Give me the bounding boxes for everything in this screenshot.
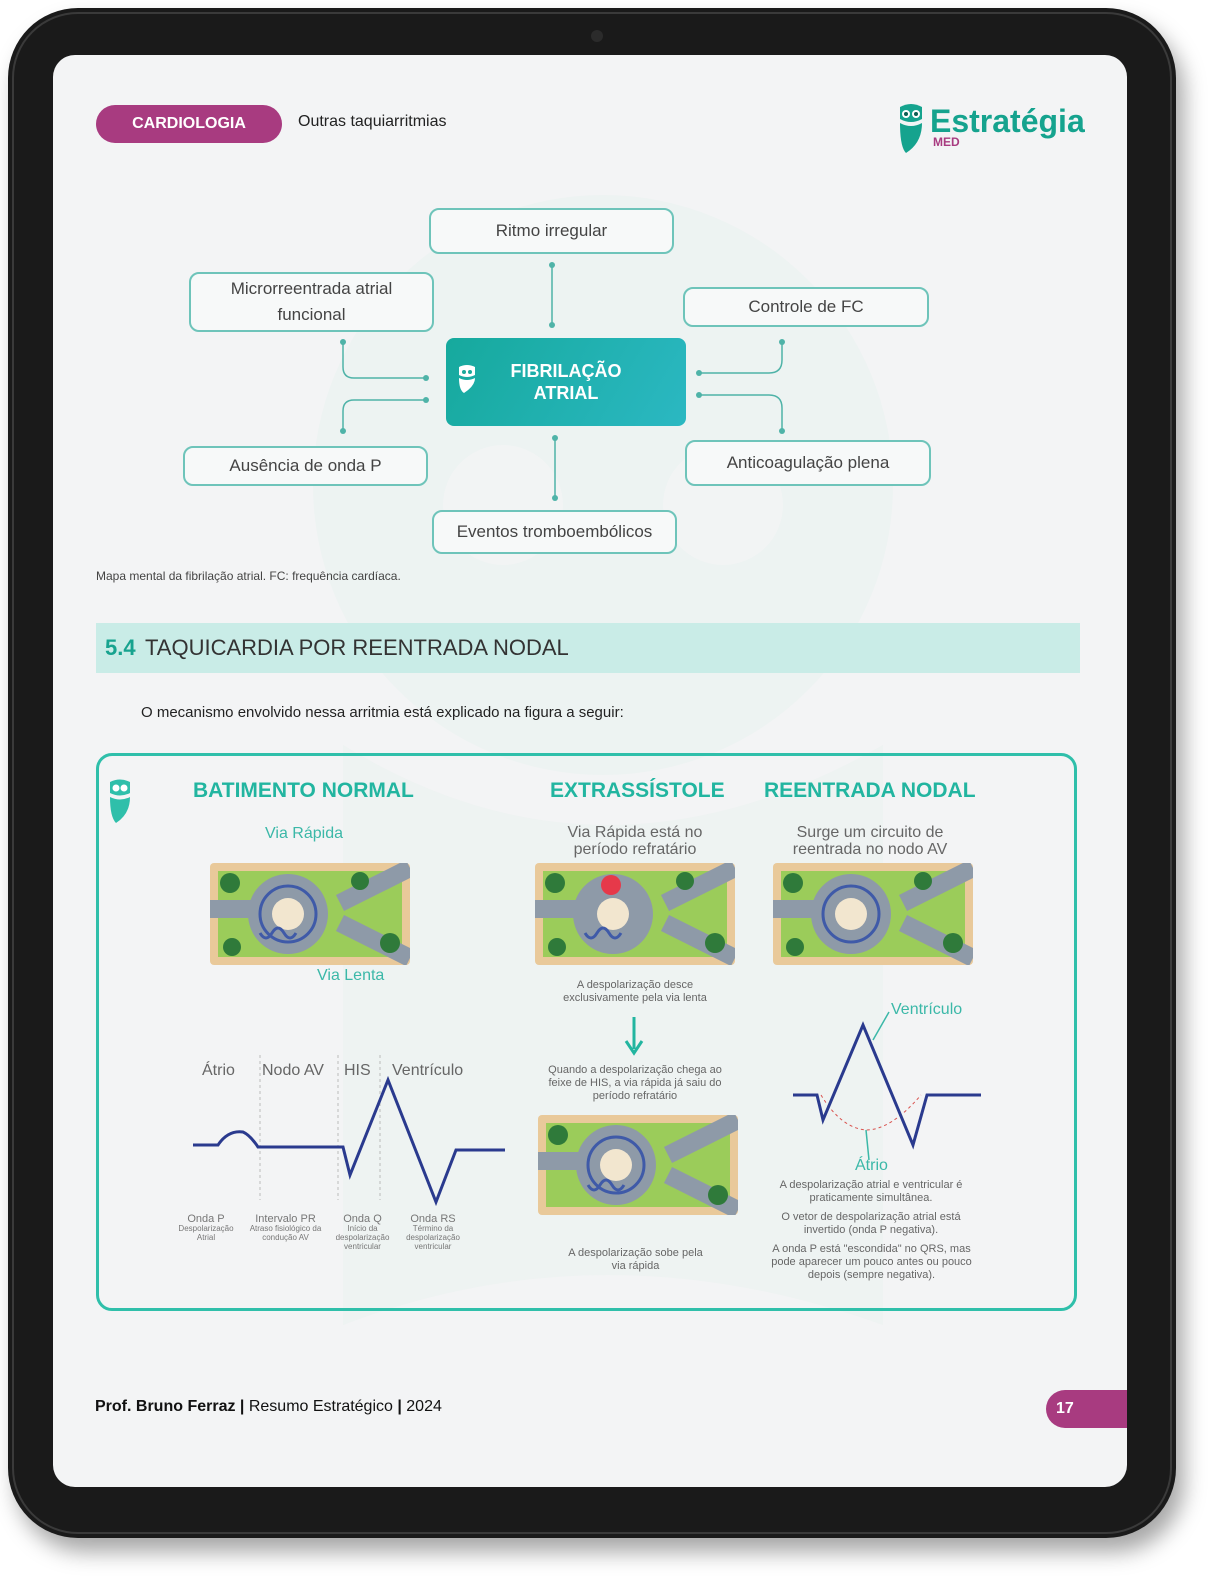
note-vetor-invertido: O vetor de despolarização atrial está in…: [781, 1211, 961, 1236]
footer-author: Prof. Bruno Ferraz: [95, 1398, 236, 1415]
arrow-down-icon: [624, 1017, 644, 1056]
heading-extrassistole: EXTRASSÍSTOLE: [550, 779, 725, 802]
text-feixe-his: Quando a despolarização chega ao feixe d…: [548, 1064, 722, 1102]
mindmap-node-ritmo: Ritmo irregular: [429, 208, 674, 254]
wave-desc: Despolarização Atrial: [178, 1224, 234, 1242]
document-page: CARDIOLOGIA Outras taquiarritmias Estrat…: [53, 55, 1127, 1487]
breadcrumb: Outras taquiarritmias: [298, 113, 447, 130]
heading-reentrada-nodal: REENTRADA NODAL: [764, 779, 976, 802]
mindmap-node-controle-fc: Controle de FC: [683, 287, 929, 327]
brand-subtitle: MED: [933, 135, 960, 149]
label-via-rapida: Via Rápida: [265, 825, 343, 842]
ecg-reentrada: [793, 1011, 981, 1161]
wave-name: Onda RS: [410, 1213, 456, 1225]
footer: Prof. Bruno Ferraz | Resumo Estratégico …: [95, 1398, 442, 1415]
figure-caption: Mapa mental da fibrilação atrial. FC: fr…: [96, 569, 401, 583]
camera-icon: [591, 30, 603, 42]
wave-desc: Término da despolarização ventricular: [406, 1224, 460, 1251]
mindmap-node-eventos: Eventos tromboembólicos: [432, 510, 677, 554]
mindmap-node-ausencia-p: Ausência de onda P: [183, 446, 428, 486]
section-number: 5.4: [105, 635, 136, 660]
mindmap-node-anticoagulacao: Anticoagulação plena: [685, 440, 931, 486]
illustration-extrassistole-1: [535, 863, 735, 965]
illustration-normal: [210, 863, 410, 965]
footer-book: Resumo Estratégico: [248, 1398, 393, 1415]
section-header-bar: [96, 623, 1080, 673]
mechanism-figure: [96, 753, 1077, 1311]
ecg-normal: [193, 1055, 505, 1207]
heading-batimento-normal: BATIMENTO NORMAL: [193, 779, 414, 802]
label-his: HIS: [344, 1062, 371, 1079]
label-ventriculo-reentrada: Ventrículo: [891, 1001, 963, 1018]
footer-year: 2024: [406, 1398, 442, 1415]
intro-paragraph: O mecanismo envolvido nessa arritmia est…: [141, 704, 624, 721]
subtitle-extrassistole: Via Rápida está no período refratário: [567, 824, 703, 858]
mindmap-node-microrreentrada: Microrreentrada atrial funcional: [189, 272, 434, 332]
label-atrio-reentrada: Átrio: [855, 1157, 888, 1174]
label-via-lenta: Via Lenta: [317, 967, 385, 984]
note-simultanea: A despolarização atrial e ventricular é …: [779, 1179, 963, 1204]
wave-name: Onda Q: [343, 1213, 382, 1225]
label-nodo-av: Nodo AV: [262, 1062, 324, 1079]
owl-icon: [459, 365, 475, 393]
page-number: 17: [1046, 1390, 1127, 1428]
wave-name: Onda P: [187, 1213, 225, 1225]
brand-name: Estratégia: [930, 103, 1085, 139]
subtitle-reentrada: Surge um circuito de reentrada no nodo A…: [792, 824, 948, 858]
label-atrio: Átrio: [202, 1062, 235, 1079]
mindmap-center: FIBRILAÇÃO ATRIAL: [446, 338, 686, 426]
text-sobe-via-rapida: A despolarização sobe pela via rápida: [568, 1247, 703, 1272]
illustration-extrassistole-2: [538, 1115, 738, 1215]
category-badge: CARDIOLOGIA: [96, 105, 282, 143]
note-onda-p-escondida: A onda P está "escondida" no QRS, mas po…: [771, 1243, 972, 1281]
illustration-reentrada: [773, 863, 973, 965]
wave-name: Intervalo PR: [255, 1213, 316, 1225]
owl-icon: [110, 779, 130, 823]
mindmap-connectors: [340, 262, 785, 501]
mindmap-center-label: FIBRILAÇÃO ATRIAL: [510, 361, 622, 403]
label-ventriculo: Ventrículo: [392, 1062, 464, 1079]
owl-logo-icon: [900, 104, 922, 153]
text-desce-via-lenta: A despolarização desce exclusivamente pe…: [563, 979, 707, 1004]
section-title: TAQUICARDIA POR REENTRADA NODAL: [145, 635, 569, 660]
wave-desc: Atraso fisiológico da condução AV: [249, 1224, 322, 1242]
tablet-bezel: [12, 12, 1172, 1534]
wave-desc: Início da despolarização ventricular: [335, 1224, 390, 1251]
